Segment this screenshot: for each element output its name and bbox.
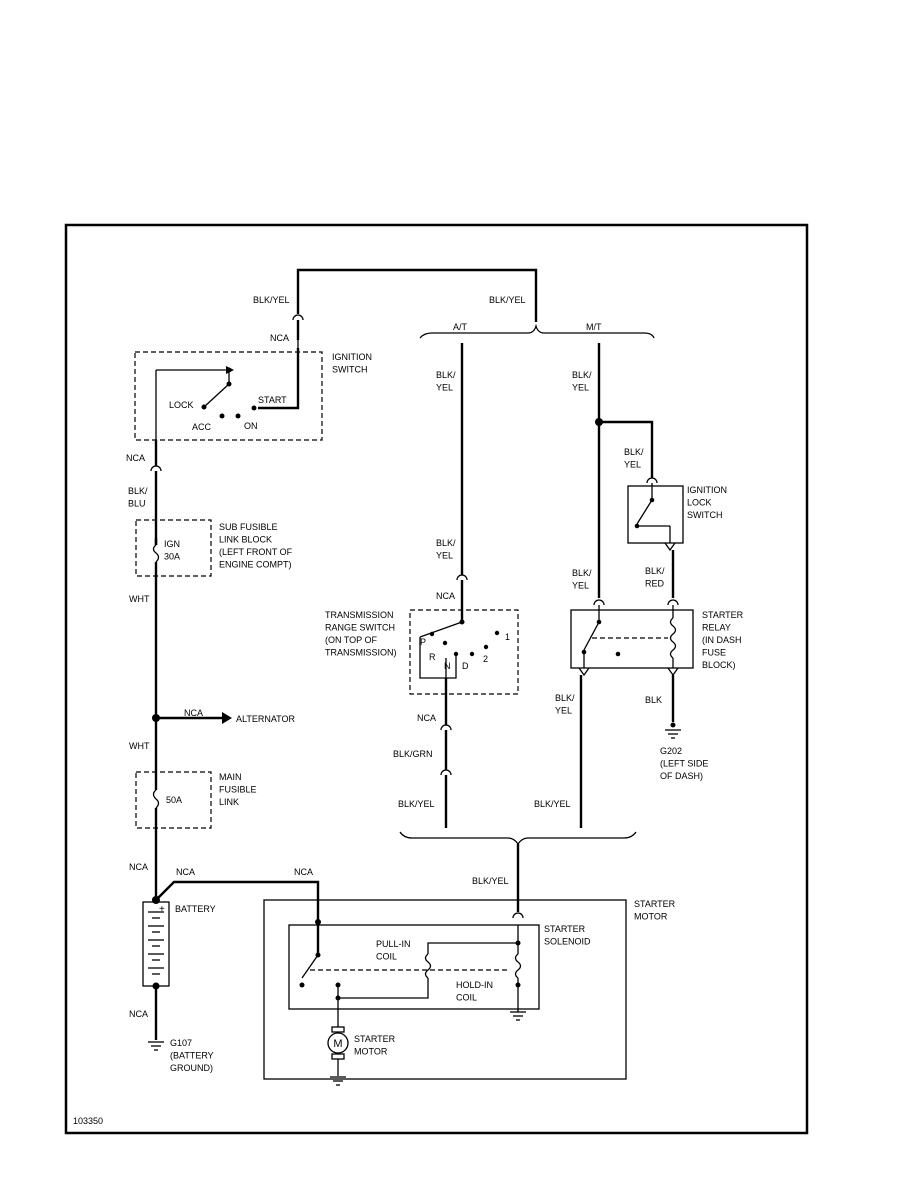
sub-fusible-link <box>135 519 212 577</box>
label-1: 1 <box>505 632 510 642</box>
diagram-id: 103350 <box>73 1116 103 1126</box>
label-lock: LOCK <box>169 400 194 410</box>
label-nca-trs-out: NCA <box>417 713 436 723</box>
ground-g107 <box>148 1041 164 1051</box>
label-d: D <box>462 661 469 671</box>
battery-symbol <box>142 901 170 990</box>
label-at-bottom: BLK/YEL <box>398 799 435 809</box>
label-battery-plus: + <box>159 904 165 915</box>
starter-motor-block <box>263 899 627 1080</box>
label-wht-lower: WHT <box>129 741 150 751</box>
label-blk: BLK <box>645 695 662 705</box>
label-mt-upper: BLK/YEL <box>572 370 592 393</box>
ignition-switch <box>134 348 323 441</box>
solenoid-ground <box>510 1009 526 1021</box>
label-nca-alt: NCA <box>184 708 203 718</box>
label-blk-blu: BLK/BLU <box>128 486 148 509</box>
label-relay-coil: BLK/RED <box>645 566 665 589</box>
label-mt: M/T <box>586 322 602 332</box>
connector-at-upper <box>456 574 468 581</box>
label-relay-out: BLK/YEL <box>555 693 575 716</box>
label-wht-upper: WHT <box>129 594 150 604</box>
label-on: ON <box>244 421 258 431</box>
label-2: 2 <box>483 654 488 664</box>
label-relay-in: BLK/YEL <box>572 568 592 591</box>
label-at: A/T <box>453 322 468 332</box>
label-r: R <box>429 652 436 662</box>
label-nca-gnd: NCA <box>129 1009 148 1019</box>
starter-relay <box>570 599 694 669</box>
label-acc: ACC <box>192 422 212 432</box>
label-p: P <box>420 637 426 647</box>
label-50a: 50A <box>166 795 182 805</box>
label-starter-feed: BLK/YEL <box>472 876 509 886</box>
main-fusible-link <box>135 771 212 900</box>
label-nca-starter: NCA <box>294 867 313 877</box>
ignition-lock-switch <box>627 483 684 544</box>
starter-motor-symbol: M <box>327 1026 349 1086</box>
label-mt-bottom: BLK/YEL <box>534 799 571 809</box>
transmission-range-switch <box>409 609 519 695</box>
label-top-right: BLK/YEL <box>489 295 526 305</box>
wire-battery-starter <box>155 880 320 925</box>
label-at-lower: BLK/YEL <box>436 538 456 561</box>
label-at-upper: BLK/YEL <box>436 370 456 393</box>
top-feed-wire <box>292 268 655 348</box>
battery-junction <box>152 896 160 904</box>
ground-g202 <box>665 722 681 739</box>
label-nca-batt: NCA <box>129 862 148 872</box>
label-battery: BATTERY <box>175 904 216 914</box>
starter-solenoid <box>288 924 540 1027</box>
label-n: N <box>444 661 451 671</box>
label-nca-batt2: NCA <box>176 867 195 877</box>
connector-nca-ign <box>150 465 162 472</box>
label-nca-trs-in: NCA <box>436 591 455 601</box>
label-top-left: BLK/YEL <box>253 295 290 305</box>
label-nca-ign: NCA <box>126 453 145 463</box>
label-alternator: ALTERNATOR <box>236 714 296 724</box>
merge-bracket <box>399 831 637 846</box>
label-blk-grn: BLK/GRN <box>393 749 433 759</box>
label-lock-sw-in: BLK/YEL <box>624 447 644 470</box>
motor-m-label: M <box>333 1038 342 1050</box>
wire-lock-switch-in <box>599 420 654 478</box>
alternator-branch <box>152 712 232 724</box>
label-start: START <box>258 395 287 405</box>
diagram-frame <box>64 223 809 1135</box>
label-nca-top: NCA <box>270 333 289 343</box>
